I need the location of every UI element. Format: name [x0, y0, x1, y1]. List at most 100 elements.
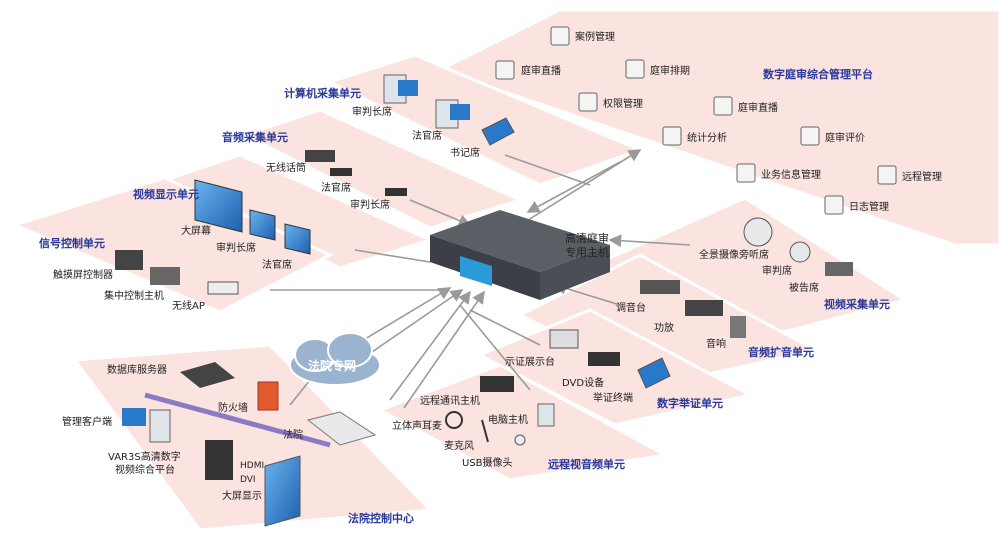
chief-screen-icon [249, 209, 276, 241]
judge-camera-icon [789, 241, 811, 263]
platform-module-business-info: 业务信息管理 [761, 170, 821, 181]
central-host-icon [430, 210, 610, 300]
statistics-icon [662, 126, 682, 146]
unit-title-control-center: 法院控制中心 [348, 512, 414, 525]
live-icon [495, 60, 515, 80]
label-amplifier: 功放 [654, 323, 674, 334]
label-hdmi: HDMI [240, 461, 265, 471]
label-chief-screen: 审判长席 [216, 243, 256, 254]
label-judge-mic: 法官席 [321, 183, 351, 194]
label-microphone: 麦克风 [444, 441, 474, 452]
label-mixer: 调音台 [616, 303, 646, 314]
label-central-control: 集中控制主机 [104, 291, 164, 302]
live-2-icon [713, 96, 733, 116]
platform-module-live: 庭审直播 [521, 66, 561, 77]
label-headphone: 立体声耳麦 [392, 421, 442, 432]
label-chief-mic: 审判长席 [350, 200, 390, 211]
speaker-icon [730, 316, 746, 338]
remote-mgmt-icon [877, 165, 897, 185]
label-defendant-camera: 被告席 [789, 283, 819, 294]
label-judge-pc: 法官席 [412, 131, 442, 142]
unit-title-computer: 计算机采集单元 [284, 87, 361, 100]
unit-title-audio-amp: 音频扩音单元 [748, 346, 814, 359]
amplifier-icon [685, 300, 723, 316]
host-line-2: 专用主机 [565, 246, 609, 259]
evidence-laptop-icon [637, 357, 671, 389]
network-bus-line [144, 392, 331, 448]
big-display-icon [264, 455, 301, 527]
judge-pc-screen-icon [450, 104, 470, 120]
camera-icons [743, 217, 853, 276]
label-big-screen: 大屏幕 [181, 226, 211, 237]
line-video-display [354, 249, 431, 263]
label-chief-pc: 审判长席 [352, 107, 392, 118]
pc-host-icon [537, 403, 555, 427]
db-server-icon [180, 362, 235, 388]
schedule-icon [625, 59, 645, 79]
platform-module-statistics: 统计分析 [687, 133, 727, 144]
computer-icons [383, 74, 515, 146]
case-mgmt-icon [550, 26, 570, 46]
label-wireless-mic: 无线话筒 [266, 163, 306, 174]
unit-title-remote: 远程视音频单元 [548, 458, 625, 471]
mixer-icon [640, 280, 680, 294]
business-info-icon [736, 163, 756, 183]
usb-camera-icon [514, 434, 526, 446]
line-remote [459, 304, 531, 391]
label-evidence-terminal: 举证终端 [593, 393, 633, 404]
log-mgmt-icon [824, 195, 844, 215]
label-db-server: 数据库服务器 [107, 365, 167, 376]
arrow-cloud-2 [371, 289, 464, 353]
mgmt-client-tower-icon [149, 409, 171, 443]
signal-control-icons [115, 250, 239, 295]
label-var3s-line-1: VAR3S高清数字 [108, 452, 181, 463]
background-bands [10, 8, 1000, 532]
wireless-mic-icon [305, 150, 335, 162]
arrow-to-platform [524, 149, 642, 223]
cloud-icon [289, 332, 381, 386]
label-judge-screen: 法官席 [262, 260, 292, 271]
label-dvi: DVI [240, 475, 256, 485]
label-var3s-line-2: 视频综合平台 [115, 465, 175, 476]
mgmt-client-screen-icon [122, 408, 146, 426]
remote-icons [445, 376, 555, 446]
arrow-from-platform [526, 161, 621, 213]
chief-pc-screen-icon [398, 80, 418, 96]
headphone-icon [445, 411, 463, 429]
var3s-platform-icon [205, 440, 233, 480]
unit-title-evidence: 数字举证单元 [657, 397, 723, 410]
arrow-cloud-1 [354, 287, 452, 346]
unit-title-platform: 数字庭审综合管理平台 [763, 68, 873, 81]
cloud-label: 法院专网 [308, 359, 357, 373]
label-firewall: 防火墙 [218, 403, 248, 414]
unit-title-audio-collect: 音频采集单元 [222, 131, 288, 144]
big-screen-icon [194, 179, 243, 233]
host-line-1: 高清庭审 [565, 232, 609, 245]
chief-mic-icon [385, 188, 407, 196]
court-building-icon [306, 411, 377, 446]
band-control-center [72, 343, 434, 532]
permission-icon [578, 92, 598, 112]
firewall-icon [257, 381, 279, 411]
evidence-icons [549, 329, 671, 389]
label-big-display: 大屏显示 [222, 491, 262, 502]
arrow-video-collect [608, 234, 691, 248]
arrow-audio [409, 199, 472, 227]
platform-module-evaluation: 庭审评价 [825, 133, 865, 144]
pano-camera-icon [743, 217, 773, 247]
control-center-icons [122, 362, 377, 527]
remote-host-icon [480, 376, 514, 392]
video-display-icons [194, 179, 311, 255]
band-remote [376, 363, 670, 482]
label-mgmt-client: 管理客户端 [62, 417, 112, 428]
line-evidence [469, 309, 541, 346]
label-usb-camera: USB摄像头 [462, 458, 513, 469]
platform-module-log-mgmt: 日志管理 [849, 202, 889, 213]
platform-module-icons [495, 26, 897, 215]
arrow-court-1 [389, 290, 471, 401]
label-touch-panel: 触摸屏控制器 [53, 270, 113, 281]
judge-screen-icon [284, 223, 311, 255]
connection-lines [270, 149, 691, 409]
